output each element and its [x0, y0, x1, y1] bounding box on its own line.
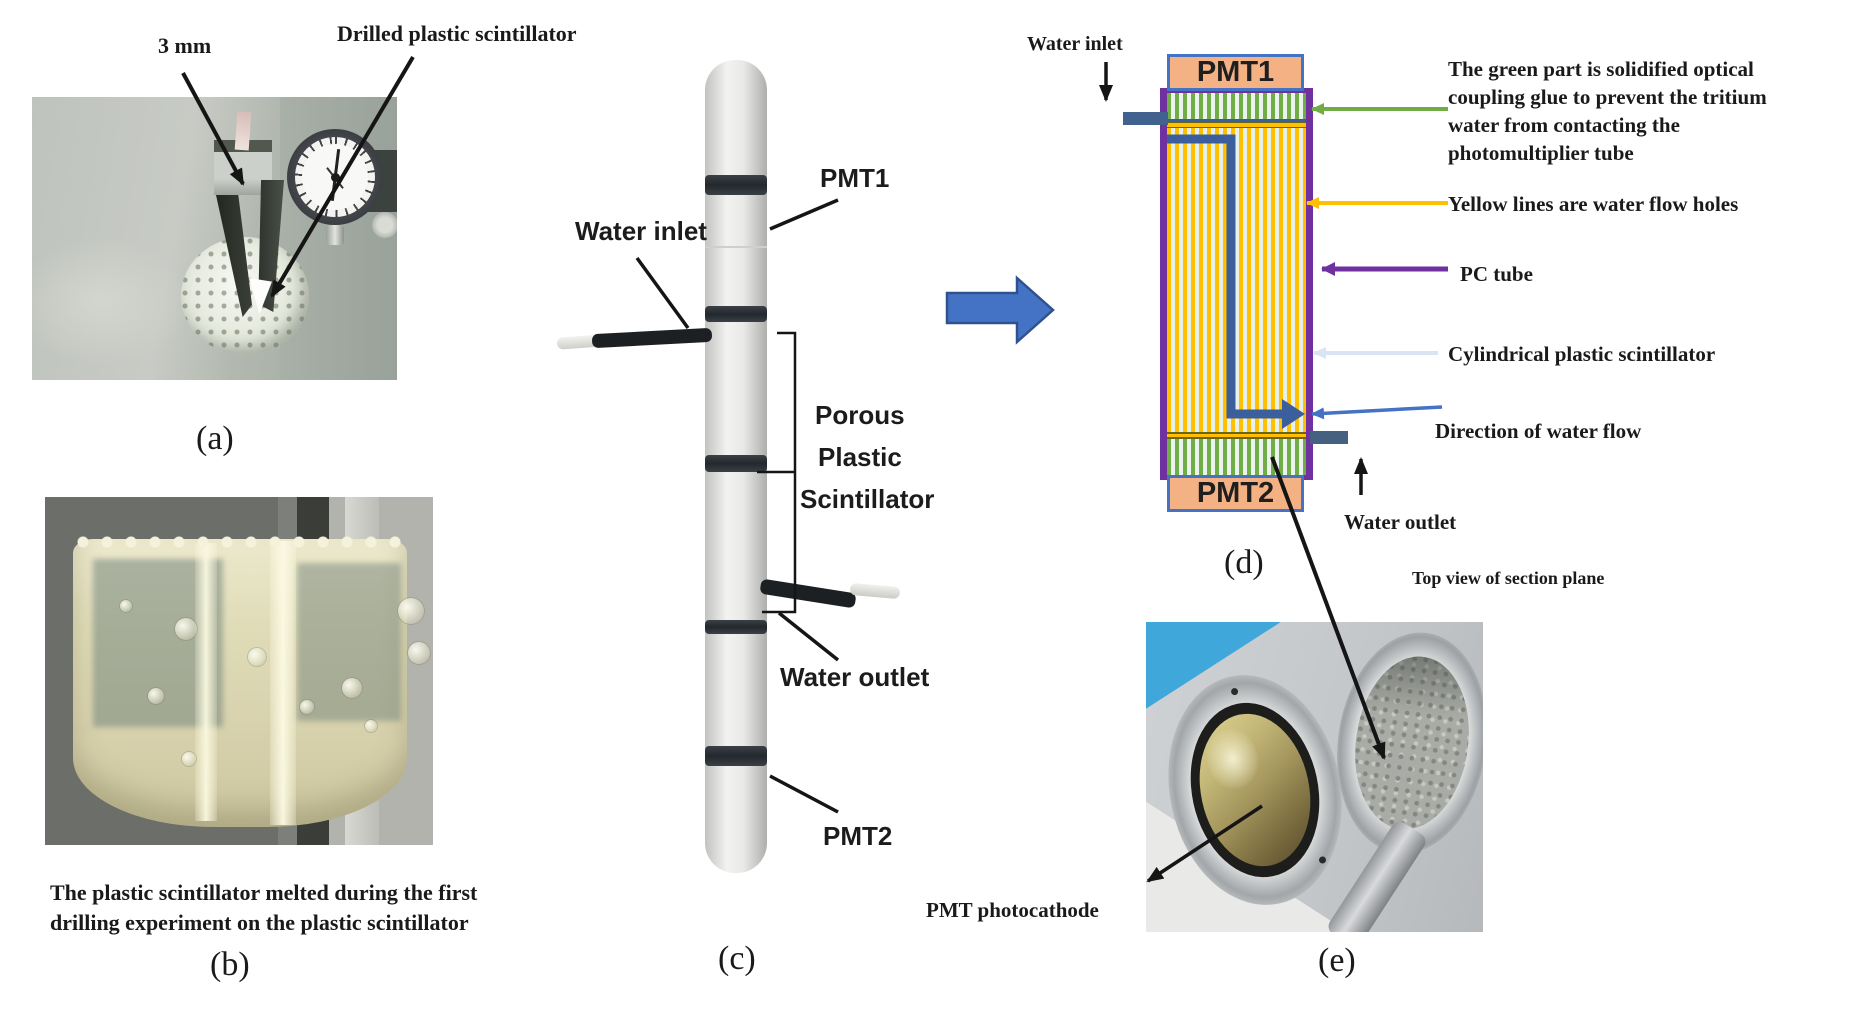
callout-pmt2: [769, 774, 839, 814]
pc-tube-frame: [1160, 88, 1313, 480]
water-inlet-pipe: [1123, 112, 1168, 125]
bubble: [398, 598, 424, 624]
caption-b-note-line1: The plastic scintillator melted during t…: [50, 880, 478, 905]
bubble: [342, 678, 362, 698]
chipped-top-edge: [75, 533, 405, 551]
green-note-line3: water from contacting the: [1448, 113, 1680, 137]
bubble: [120, 600, 132, 612]
bottom-yellow-line: [1167, 432, 1306, 439]
photo-a-highlight: [32, 237, 192, 367]
callout-pmt1: [769, 198, 839, 231]
caption-e: (e): [1318, 942, 1356, 979]
label-porous-line3: Scintillator: [800, 484, 935, 514]
top-yellow-line: [1167, 122, 1306, 128]
tube-band-1: [705, 175, 767, 195]
label-flow-direction: Direction of water flow: [1435, 419, 1642, 443]
label-pmt2-c: PMT2: [823, 821, 893, 851]
caption-b-note-line2: drilling experiment on the plastic scint…: [50, 910, 469, 935]
bubble: [365, 720, 377, 732]
label-pmt1-c: PMT1: [820, 163, 890, 193]
tube-band-3: [705, 455, 767, 472]
photo-top-view: [1146, 622, 1483, 932]
bubble: [248, 648, 266, 666]
caliper-thumbwheel: [372, 212, 397, 238]
bubble: [175, 618, 197, 640]
inlet-channel-line: [1167, 119, 1306, 122]
pmt2-box: PMT2: [1167, 475, 1304, 512]
dial-hub: [331, 173, 340, 182]
inlet-hose-black: [591, 327, 713, 349]
bubble: [300, 700, 314, 714]
melt-ridge-1: [195, 543, 217, 821]
green-note-line4: photomultiplier tube: [1448, 141, 1634, 165]
callout-water-inlet: [635, 256, 690, 330]
label-water-outlet-c: Water outlet: [780, 662, 930, 692]
rim-screw-top: [1229, 687, 1239, 696]
optical-glue-band-top: [1167, 93, 1306, 119]
tube-band-4: [705, 620, 767, 634]
water-flow-holes-region: [1167, 128, 1306, 432]
pmt2-box-label: PMT2: [1196, 477, 1275, 509]
caption-c: (c): [718, 940, 756, 977]
tube-joint-line: [705, 246, 767, 248]
label-drilled-scintillator: Drilled plastic scintillator: [337, 21, 577, 46]
bubble: [182, 752, 196, 766]
label-pc-tube: PC tube: [1460, 262, 1533, 286]
optical-glue-band-bottom: [1167, 439, 1306, 475]
photo-melted-scintillator: [45, 497, 433, 845]
leader-flow-direction: [1311, 405, 1443, 420]
pmt1-box: PMT1: [1167, 54, 1304, 91]
water-outlet-pipe: [1310, 431, 1348, 444]
label-yellow-note: Yellow lines are water flow holes: [1448, 192, 1739, 216]
bubble: [408, 642, 430, 664]
label-porous-line2: Plastic: [818, 442, 902, 472]
green-note-line1: The green part is solidified optical: [1448, 57, 1754, 81]
callout-water-outlet: [777, 611, 840, 662]
photo-caliper-scintillator: [32, 97, 397, 380]
caliper-tab: [234, 111, 252, 151]
label-cylindrical: Cylindrical plastic scintillator: [1448, 342, 1716, 366]
label-water-inlet-c: Water inlet: [575, 216, 707, 246]
outlet-hose-white: [849, 582, 901, 600]
block-arrow-right: [945, 275, 1055, 345]
pmt1-box-label: PMT1: [1196, 56, 1275, 88]
caption-b: (b): [210, 946, 250, 983]
caption-d: (d): [1224, 544, 1264, 581]
label-porous-line1: Porous: [815, 400, 905, 430]
label-3mm: 3 mm: [158, 33, 212, 58]
tube-band-5: [705, 746, 767, 766]
dial-knob: [326, 225, 344, 245]
green-note-line2: coupling glue to prevent the tritium: [1448, 85, 1767, 109]
label-top-view: Top view of section plane: [1412, 568, 1605, 588]
label-photocathode: PMT photocathode: [926, 898, 1099, 922]
bubble: [148, 688, 164, 704]
caption-a: (a): [196, 420, 234, 457]
outlet-hose-black: [759, 578, 857, 609]
label-water-inlet-d: Water inlet: [1027, 33, 1123, 55]
melt-ridge-2: [270, 541, 296, 825]
label-water-outlet-d: Water outlet: [1344, 510, 1457, 534]
tube-band-2: [705, 306, 767, 322]
